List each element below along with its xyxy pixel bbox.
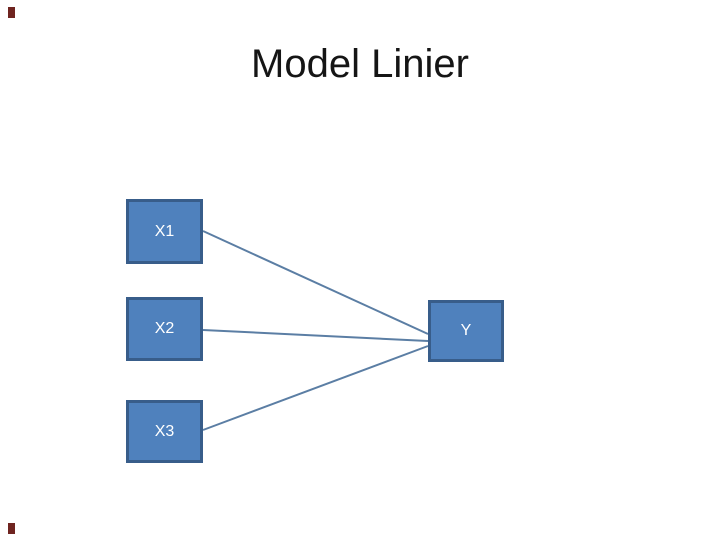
connector-x1-y — [202, 230, 429, 335]
node-y-label: Y — [460, 322, 472, 339]
node-x2-label: X2 — [154, 320, 175, 337]
node-x1-label: X1 — [154, 222, 175, 240]
connector-x3-y — [202, 345, 429, 431]
slide-title: Model Linier — [251, 42, 469, 86]
node-x3-label: X3 — [154, 422, 175, 440]
node-y: Y — [428, 300, 504, 362]
node-x1: X1 — [126, 199, 203, 264]
corner-mark-top-left — [8, 7, 15, 18]
node-x2: X2 — [126, 297, 203, 361]
node-x3: X3 — [126, 400, 203, 463]
connector-x2-y — [202, 329, 429, 342]
corner-mark-bottom-left — [8, 523, 15, 534]
